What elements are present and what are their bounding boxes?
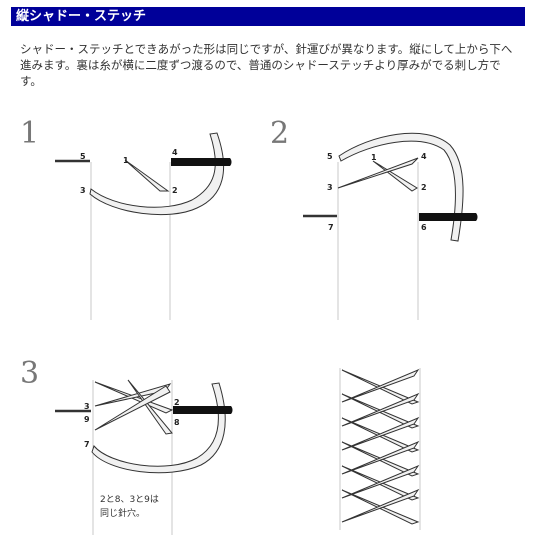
needle-right <box>419 213 478 221</box>
needle-right <box>173 406 233 414</box>
finished-thread-up <box>341 440 420 475</box>
stitch-thread-c <box>127 379 173 435</box>
point-3-label: 3 <box>327 183 333 192</box>
finished-thread-up <box>341 464 420 499</box>
needle-right <box>171 158 232 166</box>
point-1-label: 1 <box>371 153 377 162</box>
stitch-thread <box>124 159 170 192</box>
stitch-thread-a <box>372 160 418 192</box>
section-title: 縦シャドー・ステッチ <box>11 7 525 26</box>
point-1-label: 1 <box>123 156 129 165</box>
working-thread <box>89 132 225 216</box>
point-2-label: 2 <box>172 186 178 195</box>
point-7-label: 7 <box>328 223 334 232</box>
working-thread <box>338 132 464 242</box>
point-3-label: 3 <box>80 186 86 195</box>
working-thread <box>91 382 226 474</box>
step-1-number: 1 <box>20 116 39 151</box>
finished-thread-up <box>341 392 420 427</box>
point-5-label: 5 <box>327 152 333 161</box>
step-2-number: 2 <box>270 116 289 151</box>
note-line-1: 2と8、3と9は <box>100 494 159 505</box>
finished-thread-up <box>341 488 420 523</box>
intro-text: シャドー・ステッチとできあがった形は同じですが、針運びが異なります。縦にして上か… <box>20 42 513 88</box>
finished-thread-up <box>341 416 420 451</box>
point-2-label: 2 <box>421 183 427 192</box>
stitch-thread-b <box>337 157 419 189</box>
point-5-label: 5 <box>80 152 86 161</box>
point-4-label: 4 <box>421 152 427 161</box>
finished-thread-up <box>341 368 420 403</box>
point-4-label: 4 <box>172 148 178 157</box>
point-9-label: 9 <box>84 415 90 424</box>
note-line-2: 同じ針穴。 <box>100 507 145 519</box>
point-3-label: 3 <box>84 402 90 411</box>
step-3-number: 3 <box>20 356 39 391</box>
stitch-thread-d <box>94 385 171 431</box>
point-6-label: 6 <box>421 223 427 232</box>
point-2-label: 2 <box>174 398 180 407</box>
point-7-label: 7 <box>84 440 90 449</box>
point-8-label: 8 <box>174 418 180 427</box>
